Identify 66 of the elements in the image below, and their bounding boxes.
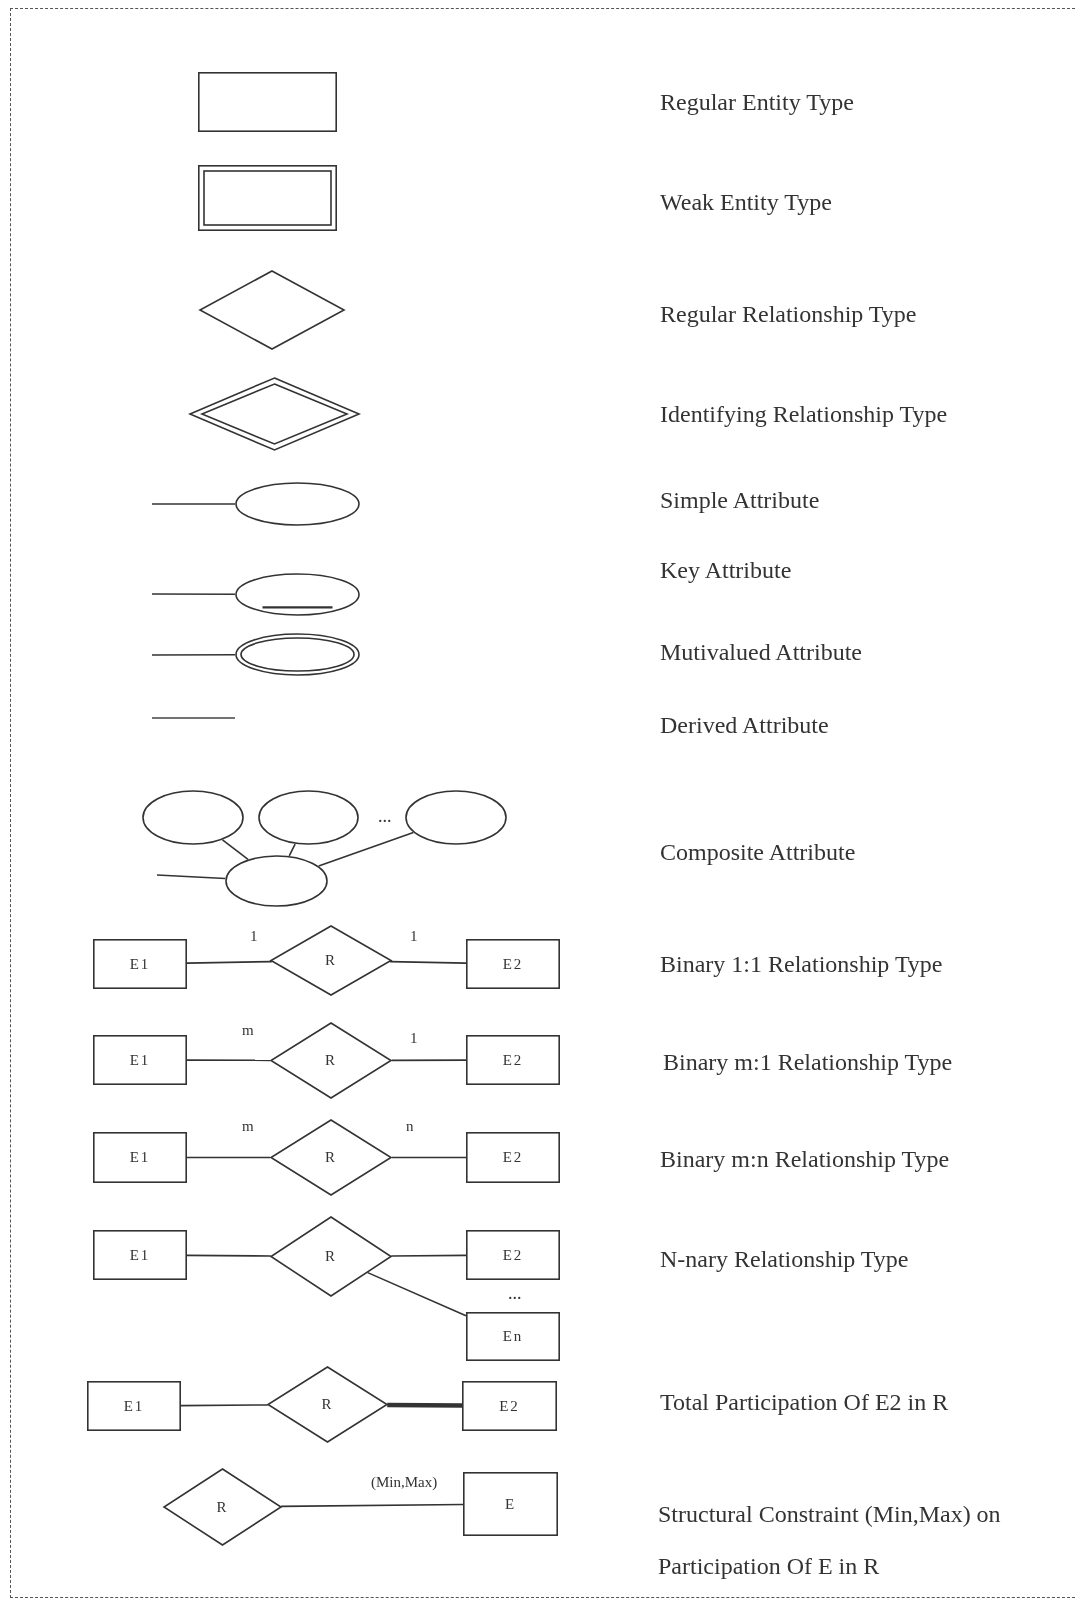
entity-box: En (466, 1312, 560, 1361)
description-text: Total Participation Of E2 in R (660, 1388, 949, 1417)
edge-label: (Min,Max) (369, 1474, 440, 1491)
relationship-diamond: R (270, 1022, 392, 1099)
entity-box: E (463, 1472, 558, 1536)
description-text: Regular Relationship Type (660, 300, 917, 329)
connector-line (180, 1404, 269, 1407)
entity-box: E2 (466, 1132, 560, 1183)
connector-line (151, 503, 236, 505)
connector-line (389, 960, 467, 964)
description-text: Composite Attribute (660, 838, 856, 867)
relationship-diamond: R (267, 1366, 388, 1443)
description-text: Binary 1:1 Relationship Type (660, 950, 943, 979)
attribute-ellipse (258, 790, 359, 845)
entity-box: E1 (93, 1035, 187, 1085)
relationship-diamond: R (270, 1216, 392, 1297)
entity-box: E1 (93, 1230, 187, 1280)
attribute-ellipse (405, 790, 507, 845)
connector-line (186, 1059, 272, 1062)
attribute-ellipse (225, 855, 328, 907)
connector-line (151, 593, 236, 596)
relationship-diamond: R (270, 1119, 392, 1196)
connector-line (366, 1271, 467, 1317)
description-text: Identifying Relationship Type (660, 400, 948, 429)
entity-box: E2 (462, 1381, 557, 1431)
identifying-relationship-diamond (189, 377, 360, 451)
connector-line (280, 1503, 464, 1508)
connector-line (151, 653, 236, 656)
connector-line (390, 1254, 467, 1257)
attribute-ellipse (235, 482, 360, 526)
entity-box: E1 (93, 939, 187, 989)
description-text: Weak Entity Type (660, 188, 832, 217)
attribute-ellipse (142, 790, 244, 845)
description-text: Key Attribute (660, 556, 792, 585)
description-text: Binary m:n Relationship Type (660, 1145, 950, 1174)
description-text: Regular Entity Type (660, 88, 854, 117)
key-attribute-ellipse (235, 573, 360, 616)
connector-line (186, 960, 273, 964)
description-text: N-nary Relationship Type (660, 1245, 909, 1274)
entity-box (198, 72, 337, 132)
connector-line (391, 1156, 467, 1159)
entity-box: E2 (466, 1230, 560, 1280)
connector-line (186, 1254, 272, 1257)
weak-entity-box (198, 165, 337, 231)
description-text: Binary m:1 Relationship Type (663, 1048, 953, 1077)
connector-line (390, 1059, 467, 1062)
description-text: Simple Attribute (660, 486, 820, 515)
description-text: Structural Constraint (Min,Max) on Participation Of E in R (658, 1500, 1002, 1581)
description-text: Derived Attribute (660, 711, 829, 740)
relationship-diamond: R (163, 1468, 282, 1546)
entity-box: E2 (466, 939, 560, 989)
entity-box: E2 (466, 1035, 560, 1085)
connector-line (156, 874, 227, 880)
ellipsis-text: ... (378, 806, 392, 828)
ellipsis-text: ... (508, 1283, 522, 1305)
connector-line (221, 839, 249, 861)
connector-line (387, 1402, 463, 1408)
connector-line (288, 843, 296, 857)
entity-box: E1 (87, 1381, 181, 1431)
entity-box: E1 (93, 1132, 187, 1183)
connector-line (317, 831, 415, 867)
multivalued-attribute-ellipse (235, 633, 360, 676)
connector-line (186, 1156, 271, 1159)
relationship-diamond (199, 270, 345, 350)
relationship-diamond: R (270, 925, 392, 996)
description-text: Mutivalued Attribute (660, 638, 862, 667)
